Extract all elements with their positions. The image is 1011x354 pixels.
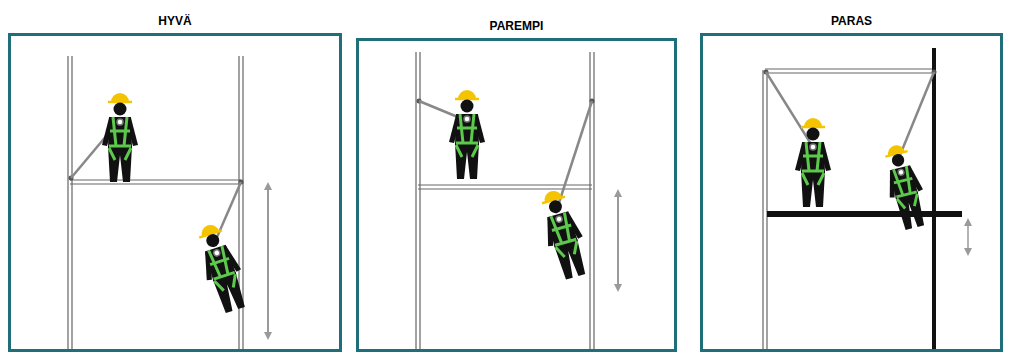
panel-title: PAREMPI	[359, 19, 674, 33]
scaffold	[68, 56, 243, 350]
panel-title: PARAS	[703, 14, 1000, 28]
panel-title: HYVÄ	[11, 14, 339, 28]
scaffold	[763, 48, 962, 352]
panel-frame: HYVÄ	[8, 33, 342, 352]
panel-frame: PARAS	[700, 33, 1003, 352]
panel-frame: PAREMPI	[356, 38, 677, 352]
scaffold	[416, 52, 594, 350]
